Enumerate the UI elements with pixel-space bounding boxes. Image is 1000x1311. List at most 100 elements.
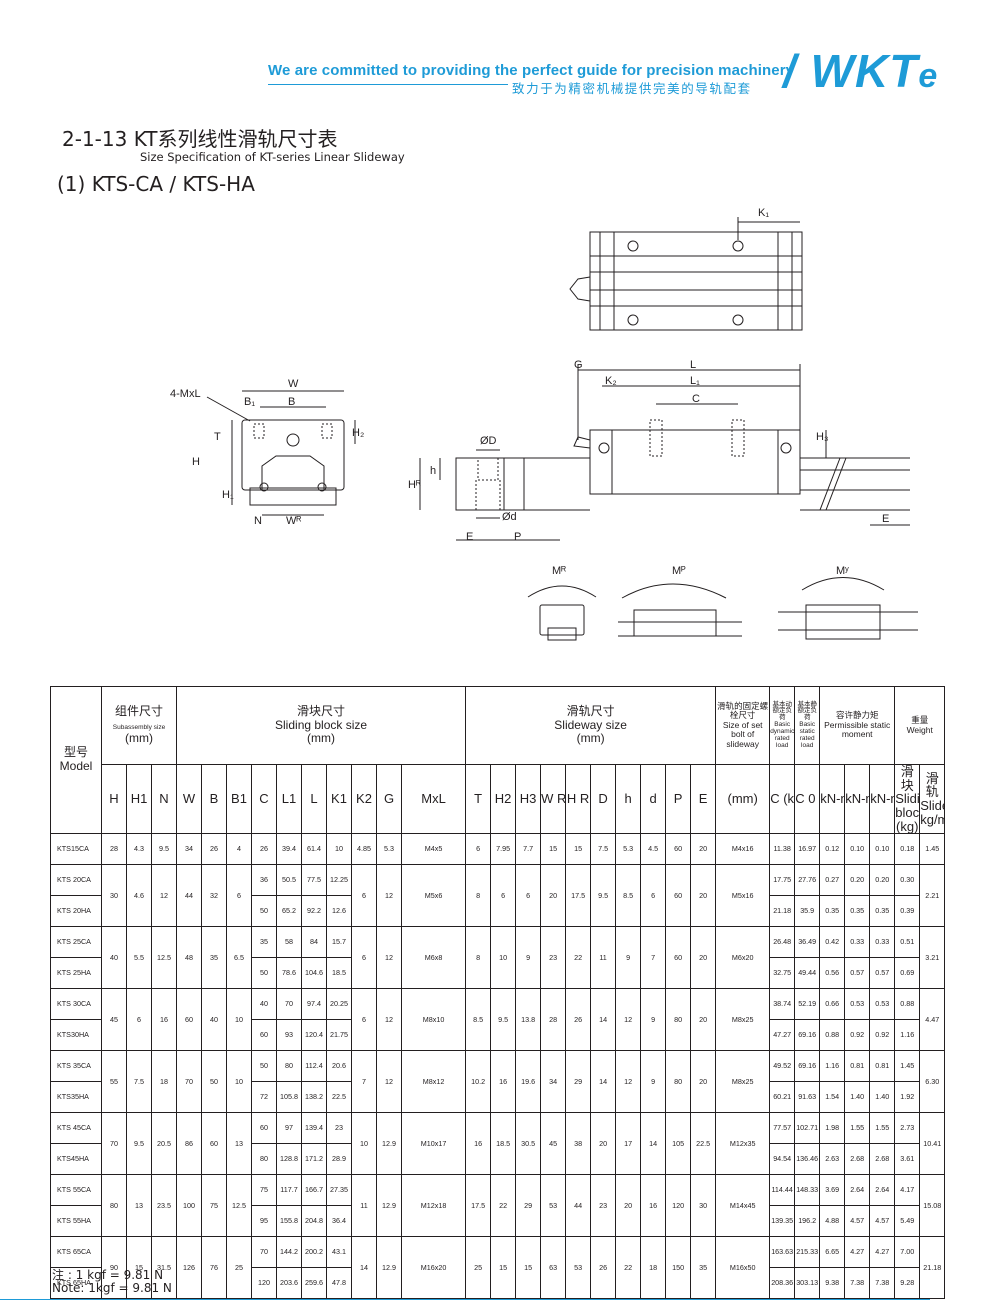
cell-bw: 0.30: [894, 864, 921, 897]
cell-b: 32: [201, 864, 227, 928]
cell-model: KTS 30CA: [50, 988, 102, 1021]
cell-c: 80: [251, 1143, 277, 1176]
cell-b: 60: [201, 1112, 227, 1176]
cell-d: 9.5: [590, 864, 617, 928]
cell-my: 0.53: [869, 988, 896, 1021]
cell-bw: 1.16: [894, 1019, 921, 1052]
label-p: P: [514, 531, 521, 543]
cell-k2: 10: [351, 1112, 377, 1176]
col-header-b1: B1: [226, 763, 252, 835]
logo-slash: /: [783, 45, 811, 97]
cell-d: 9: [640, 1050, 667, 1114]
cell-model: KTS 25CA: [50, 926, 102, 959]
cell-sta: 69.16: [794, 1050, 821, 1083]
cell-l: 139.4: [301, 1112, 327, 1145]
cell-n: 16: [151, 988, 177, 1052]
cell-mp: 0.35: [844, 895, 871, 928]
label-hs: h: [430, 465, 436, 477]
cell-bw: 0.39: [894, 895, 921, 928]
cell-model: KTS 45CA: [50, 1112, 102, 1145]
cell-mp: 0.92: [844, 1019, 871, 1052]
cell-sta: 69.16: [794, 1019, 821, 1052]
cell-dyn: 17.75: [769, 864, 796, 897]
cell-bolt: M8x25: [715, 988, 771, 1052]
cell-mxl: M16x20: [400, 1236, 467, 1300]
cell-d: 4.5: [640, 833, 667, 866]
cell-hr: 26: [565, 988, 592, 1052]
cell-h2: 10: [490, 926, 517, 990]
cell-t: 10.2: [465, 1050, 492, 1114]
cell-model: KTS 25HA: [50, 957, 102, 990]
cell-d: 20: [590, 1112, 617, 1176]
cell-e: 20: [690, 988, 717, 1052]
cell-wr: 45: [540, 1112, 567, 1176]
cell-t: 16: [465, 1112, 492, 1176]
cell-l: 120.4: [301, 1019, 327, 1052]
cell-mp: 0.57: [844, 957, 871, 990]
cell-h1: 4.3: [126, 833, 152, 866]
cell-t: 6: [465, 833, 492, 866]
cell-mp: 4.27: [844, 1236, 871, 1269]
end-view: [206, 390, 356, 516]
cell-wr: 28: [540, 988, 567, 1052]
cell-c: 50: [251, 895, 277, 928]
cell-bolt: M16x50: [715, 1236, 771, 1300]
cell-sta: 27.76: [794, 864, 821, 897]
cell-sta: 148.33: [794, 1174, 821, 1207]
cell-h: 40: [101, 926, 127, 990]
cell-model: KTS 65HA: [50, 1267, 102, 1300]
cell-h2: 22: [490, 1174, 517, 1238]
label-g: G: [574, 359, 583, 371]
label-e-rail: E: [882, 513, 889, 525]
cell-sta: 91.63: [794, 1081, 821, 1114]
cell-bw: 1.45: [894, 1050, 921, 1083]
cell-h: 28: [101, 833, 127, 866]
col-header-d: D: [590, 763, 617, 835]
cell-sta: 215.33: [794, 1236, 821, 1269]
cell-bw: 7.00: [894, 1236, 921, 1269]
cell-my: 0.10: [869, 833, 896, 866]
cell-l: 200.2: [301, 1236, 327, 1269]
cell-sta: 136.46: [794, 1143, 821, 1176]
cell-bw: 4.17: [894, 1174, 921, 1207]
cell-p: 60: [665, 864, 692, 928]
cell-mp: 7.38: [844, 1267, 871, 1300]
cell-dyn: 32.75: [769, 957, 796, 990]
cell-mxl: M5x6: [400, 864, 467, 928]
cell-bw: 0.69: [894, 957, 921, 990]
cell-c: 36: [251, 864, 277, 897]
cell-l1: 58: [276, 926, 302, 959]
cell-h2: 9.5: [490, 988, 517, 1052]
col-header-l1: L1: [276, 763, 302, 835]
cell-dyn: 21.18: [769, 895, 796, 928]
cell-mr: 1.54: [819, 1081, 846, 1114]
cell-h: 8.5: [615, 864, 642, 928]
cell-bolt: M6x20: [715, 926, 771, 990]
cell-h: 17: [615, 1112, 642, 1176]
cell-c: 50: [251, 957, 277, 990]
cell-h2: 15: [490, 1236, 517, 1300]
cell-d: 14: [640, 1112, 667, 1176]
cell-k1: 10: [326, 833, 352, 866]
cell-h: 80: [101, 1174, 127, 1238]
footer-rule: [0, 1299, 930, 1300]
cell-rail-weight: 3.21: [919, 926, 946, 990]
side-view: [419, 364, 910, 541]
cell-model: KTS30HA: [50, 1019, 102, 1052]
cell-mr: 1.98: [819, 1112, 846, 1145]
cell-dyn: 38.74: [769, 988, 796, 1021]
cell-hr: 15: [565, 833, 592, 866]
cell-my: 4.27: [869, 1236, 896, 1269]
cell-c: 75: [251, 1174, 277, 1207]
cell-l: 204.8: [301, 1205, 327, 1238]
cell-e: 20: [690, 1050, 717, 1114]
cell-my: 2.68: [869, 1143, 896, 1176]
cell-l: 84: [301, 926, 327, 959]
